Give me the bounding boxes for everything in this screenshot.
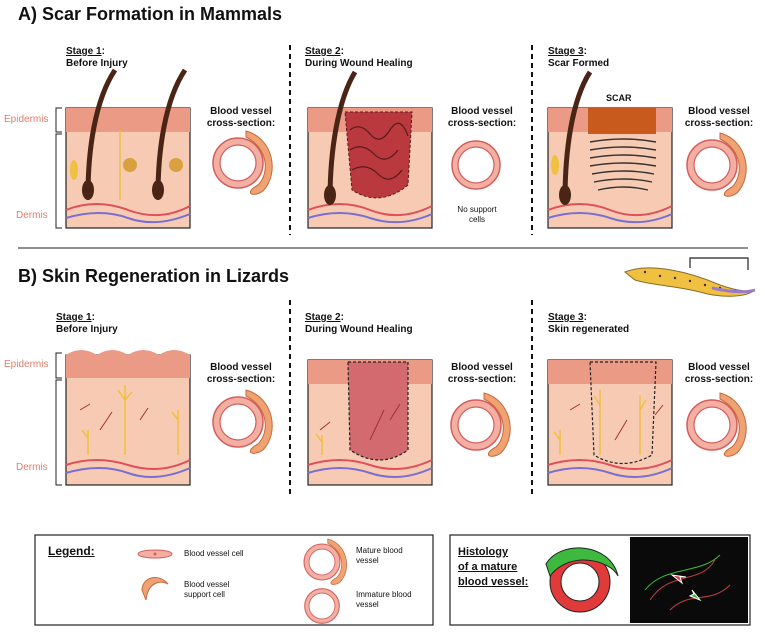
legend-immature-line2: vessel [356,600,379,609]
stage-b3-sub: Skin regenerated [548,324,630,335]
dermis-label-b: Dermis [16,462,48,473]
bv-label-a1-line1: Blood vessel [210,106,272,117]
bv-label-a2-line2: cross-section: [447,118,517,129]
bv-label-a3-line2: cross-section: [684,118,754,129]
legend-support-cell-line1: Blood vessel [184,580,230,589]
bv-label-b3: Blood vessel cross-section: [676,362,762,386]
bv-label-a1: Blood vessel cross-section: [198,106,284,130]
gecko-illustration [624,267,756,297]
bv-label-a3-line1: Blood vessel [688,106,750,117]
bv-label-b2-line1: Blood vessel [451,362,513,373]
panel-a2 [307,70,433,229]
stage-b3-heading: Stage 3: Skin regenerated [548,312,630,335]
section-a-title: A) Scar Formation in Mammals [18,4,283,24]
legend-immature: Immature blood vessel [356,590,412,610]
histology-label: Histology of a mature blood vessel: [458,545,528,590]
stage-a2-sub: During Wound Healing [305,58,413,69]
legend-mature-line2: vessel [356,556,379,565]
panel-b1 [65,350,191,486]
legend-support-cell-line2: support cell [184,590,225,599]
scar-label: SCAR [606,93,632,103]
stage-b1-sub: Before Injury [56,324,118,335]
stage-b1-heading: Stage 1: Before Injury [56,312,118,335]
bv-label-a2-line1: Blood vessel [451,106,513,117]
legend-title: Legend: [48,544,95,558]
stage-a1-heading: Stage 1: Before Injury [66,46,128,69]
stage-b2-heading: Stage 2: During Wound Healing [305,312,413,335]
section-b-title: B) Skin Regeneration in Lizards [18,266,290,286]
bv-label-b1: Blood vessel cross-section: [198,362,284,386]
stage-a3-heading: Stage 3: Scar Formed [548,46,610,69]
epidermis-label-a: Epidermis [4,114,49,125]
bv-label-a2: Blood vessel cross-section: [436,106,528,130]
bv-label-a3: Blood vessel cross-section: [676,106,762,130]
panel-b3 [547,359,673,486]
bv-label-b1-line1: Blood vessel [210,362,272,373]
legend-immature-line1: Immature blood [356,590,412,599]
bv-label-b2: Blood vessel cross-section: [436,362,528,386]
panel-a1 [65,68,191,229]
stage-a2-label: Stage 2 [305,46,341,57]
bv-label-b1-line2: cross-section: [206,374,276,385]
legend-mature-line1: Mature blood [356,546,403,555]
bv-label-b3-line1: Blood vessel [688,362,750,373]
stage-a3-sub: Scar Formed [548,58,610,69]
stage-a1-label: Stage 1 [66,46,102,57]
legend-mature: Mature blood vessel [356,546,403,566]
stage-b2-label: Stage 2 [305,312,341,323]
legend-support-cell: Blood vessel support cell [184,580,229,600]
histology-line3: blood vessel: [458,576,529,588]
stage-a1-sub: Before Injury [66,58,128,69]
panel-b2 [307,359,433,486]
histology-line2: of a mature [458,561,518,573]
histology-line1: Histology [458,546,509,558]
stage-b2-sub: During Wound Healing [305,324,413,335]
bv-label-a1-line2: cross-section: [206,118,276,129]
legend-vessel-cell: Blood vessel cell [184,549,244,558]
stage-b3-label: Stage 3 [548,312,584,323]
no-support-cells-label: No support cells [457,205,497,224]
bv-label-b2-line2: cross-section: [447,374,517,385]
stage-a2-heading: Stage 2: During Wound Healing [305,46,413,69]
stage-b1-label: Stage 1 [56,312,92,323]
stage-a3-label: Stage 3 [548,46,584,57]
panel-a3 [547,70,673,229]
dermis-label-a: Dermis [16,210,48,221]
bv-label-b3-line2: cross-section: [684,374,754,385]
epidermis-label-b: Epidermis [4,359,49,370]
